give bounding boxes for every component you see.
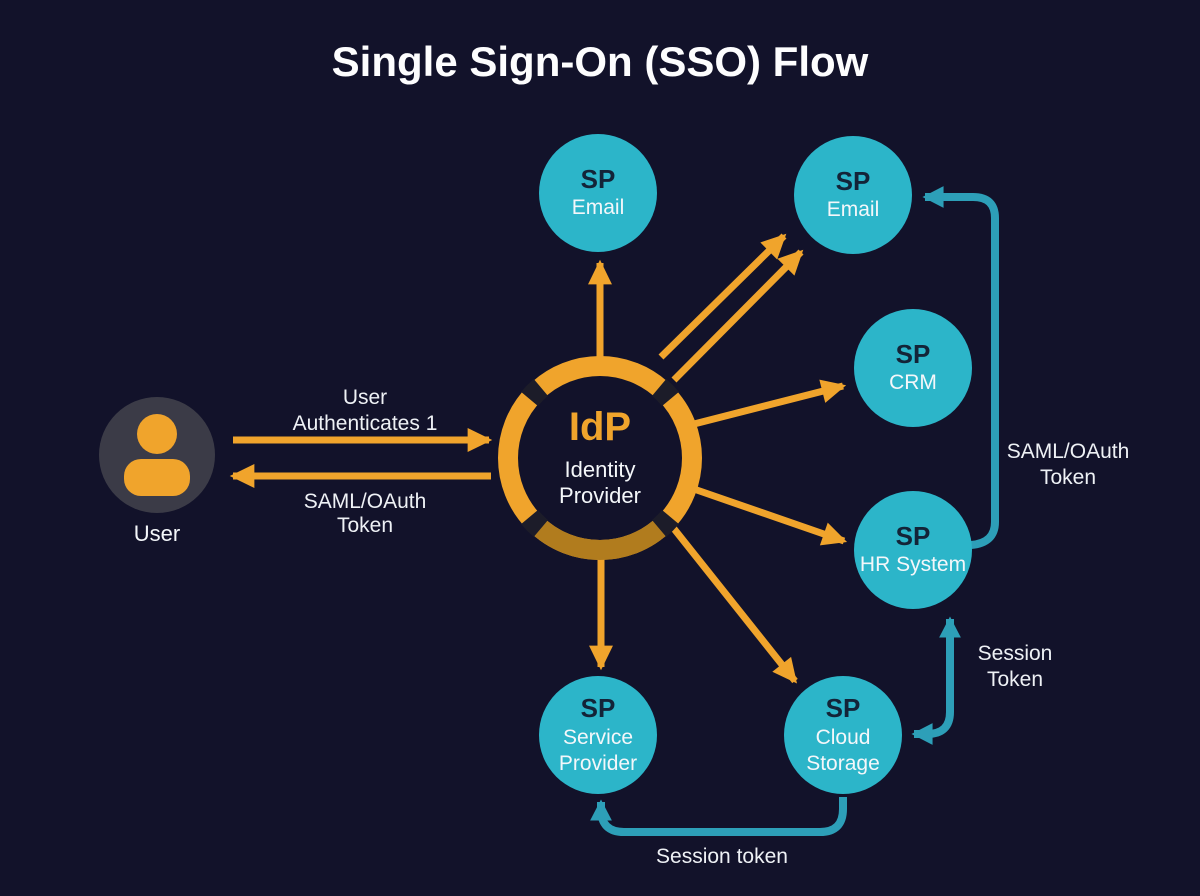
sp-name: HR System [860,553,966,576]
idp-name-line: Provider [559,483,641,508]
label-line: SAML/OAuth [1007,440,1130,463]
idp-ring-notch [521,509,549,537]
page-title: Single Sign-On (SSO) Flow [332,38,869,85]
idp-ring-notch [651,509,679,537]
sp-abbr: SP [826,693,861,723]
sp-name-line: Provider [559,752,637,775]
sp-name: Email [827,198,880,221]
label-line: Token [337,514,393,537]
sp-name-line: Storage [806,752,880,775]
sp-name: CRM [889,371,937,394]
node-sp-cloud-storage: SP Cloud Storage [784,676,902,794]
arrow-idp-to-email-right-2 [671,249,804,383]
sp-name-line: Service [563,726,633,749]
node-idp: IdP Identity Provider [498,356,702,560]
label-line: Authenticates 1 [293,412,438,435]
connector-hr-system-to-email-right [922,186,999,549]
connector-cloud-storage-to-service-provider [590,797,847,836]
sp-name-line: Cloud [816,726,871,749]
idp-abbr: IdP [569,405,631,449]
label-user-authenticates: User Authenticates 1 [293,386,438,435]
label-line: Token [987,668,1043,691]
node-sp-hr-system: SP HR System [854,491,972,609]
node-sp-crm: SP CRM [854,309,972,427]
idp-ring-notch [521,379,549,407]
sp-abbr: SP [581,693,616,723]
label-session-token-bottom: Session token [656,845,788,868]
label-line: SAML/OAuth [304,490,427,513]
label-line: User [343,386,387,409]
label-line: Session [978,642,1053,665]
sp-name: Email [572,196,625,219]
label-line: Token [1040,466,1096,489]
arrow-idp-to-email-right-1 [658,233,787,360]
label-session-token-right: Session Token [978,642,1053,691]
label-saml-oauth-right: SAML/OAuth Token [1007,440,1130,489]
node-sp-service-provider: SP Service Provider [539,676,657,794]
arrow-idp-to-crm [693,379,847,428]
sp-abbr: SP [581,164,616,194]
arrow-idp-to-cloud-storage [668,522,798,684]
idp-ring-notch [651,379,679,407]
node-sp-email-top: SP Email [539,134,657,252]
idp-name-line: Identity [565,457,636,482]
sp-abbr: SP [896,339,931,369]
node-sp-email-right: SP Email [794,136,912,254]
idp-ring-shade [534,520,666,560]
sp-abbr: SP [836,166,871,196]
label-saml-oauth-to-user: SAML/OAuth Token [304,490,427,537]
node-user: User [99,397,215,546]
person-icon [124,414,190,496]
connector-cloud-storage-hr-system [911,616,961,745]
arrow-idp-to-hr-system [689,484,848,546]
sp-abbr: SP [896,521,931,551]
user-label: User [134,521,180,546]
